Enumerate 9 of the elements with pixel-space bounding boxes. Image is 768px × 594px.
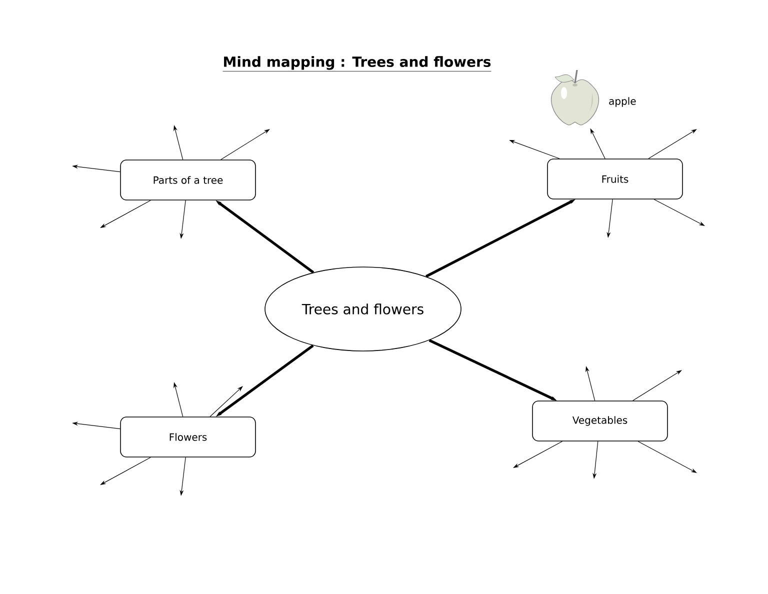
title: Mind mapping : Trees and flowers <box>222 56 492 72</box>
rounded-box: Flowers <box>120 416 256 458</box>
rounded-box: Vegetables <box>532 400 668 442</box>
arrow <box>210 386 243 417</box>
rounded-box: Fruits <box>547 158 683 200</box>
rounded-box: Parts of a tree <box>120 160 256 200</box>
picture-label: apple <box>609 97 636 107</box>
apple-drawing <box>551 70 599 126</box>
ellipse-node: Trees and flowers <box>264 266 462 352</box>
